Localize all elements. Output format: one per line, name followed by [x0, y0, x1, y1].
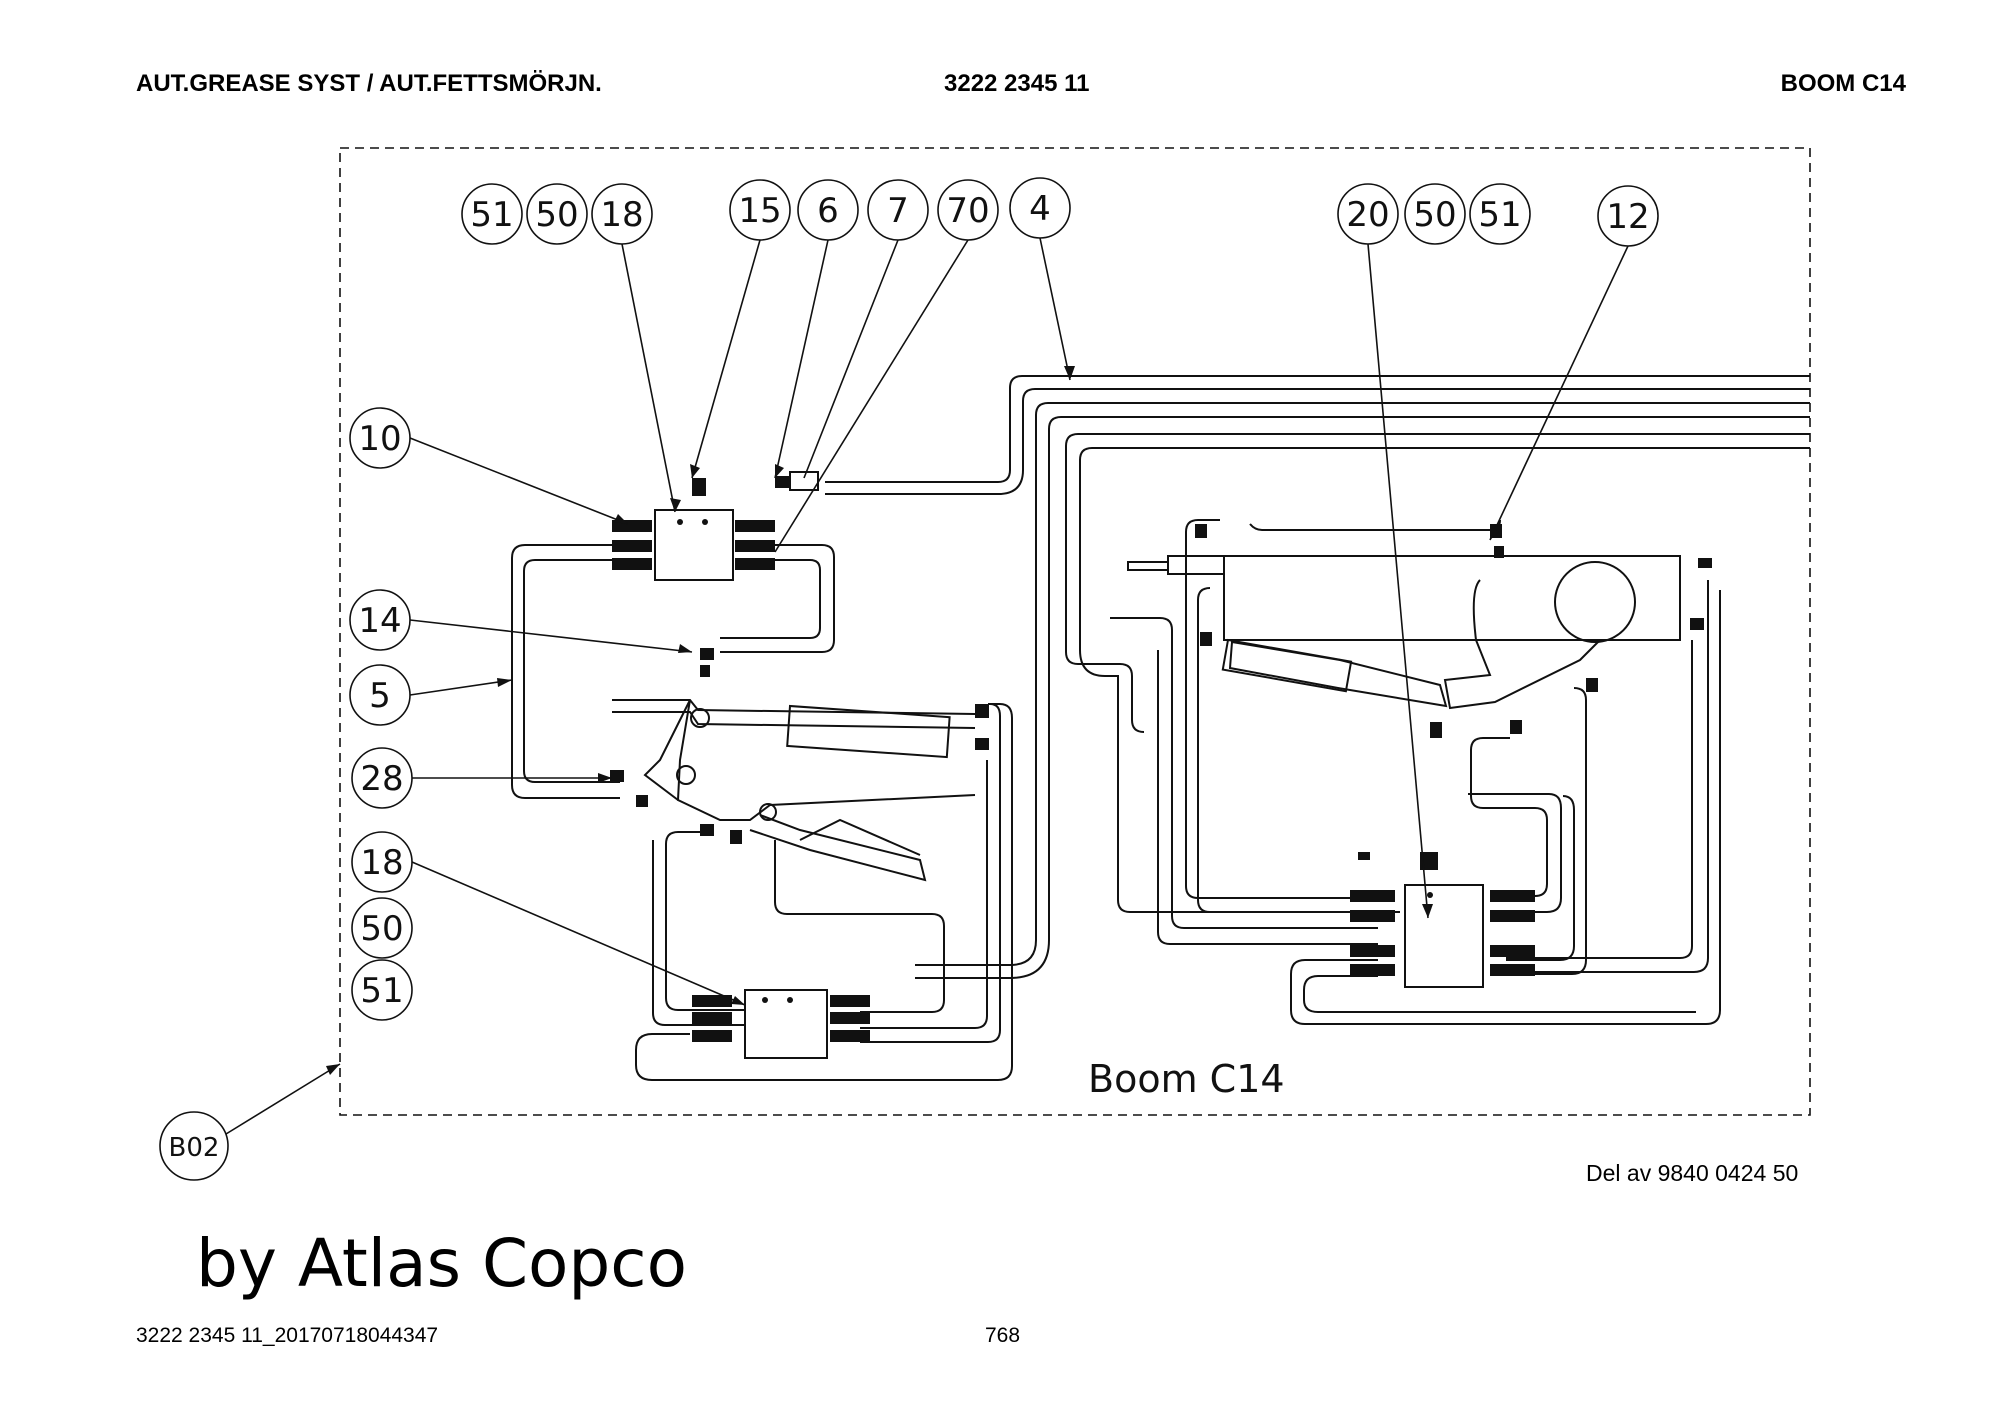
- callout-6: 6: [817, 191, 839, 231]
- callout-12: 12: [1606, 197, 1649, 237]
- callout-14: 14: [358, 601, 401, 641]
- callout-20: 20: [1346, 195, 1389, 235]
- callout-50: 50: [535, 195, 578, 235]
- callout-15: 15: [738, 191, 781, 231]
- callout-50-right: 50: [1413, 195, 1456, 235]
- callout-28: 28: [360, 759, 403, 799]
- callout-18: 18: [600, 195, 643, 235]
- callout-18-lower: 18: [360, 843, 403, 883]
- watermark: by Atlas Copco: [196, 1225, 687, 1302]
- footer-page-number: 768: [985, 1324, 1021, 1347]
- callout-50-lower: 50: [360, 909, 403, 949]
- reference-note: Del av 9840 0424 50: [1586, 1160, 1799, 1186]
- header-section: BOOM C14: [1780, 70, 1906, 97]
- callout-51-lower: 51: [360, 971, 403, 1011]
- reference-tag: B02: [169, 1133, 220, 1163]
- footer-document-id: 3222 2345 11_20170718044347: [136, 1324, 439, 1347]
- callout-5: 5: [369, 676, 391, 716]
- boom-frame: [339, 147, 1811, 1116]
- frame-label: Boom C14: [1088, 1057, 1285, 1101]
- header-part-number: 3222 2345 11: [944, 70, 1090, 97]
- distributor-block-lower: [744, 989, 828, 1059]
- callout-7: 7: [887, 191, 909, 231]
- callout-51-right: 51: [1478, 195, 1521, 235]
- distributor-block-upper: [654, 509, 734, 581]
- callout-51: 51: [470, 195, 513, 235]
- callout-4: 4: [1029, 189, 1051, 229]
- header-title: AUT.GREASE SYST / AUT.FETTSMÖRJN.: [136, 70, 602, 97]
- distributor-block-right: [1404, 884, 1484, 988]
- callout-10: 10: [358, 419, 401, 459]
- callout-70: 70: [946, 191, 989, 231]
